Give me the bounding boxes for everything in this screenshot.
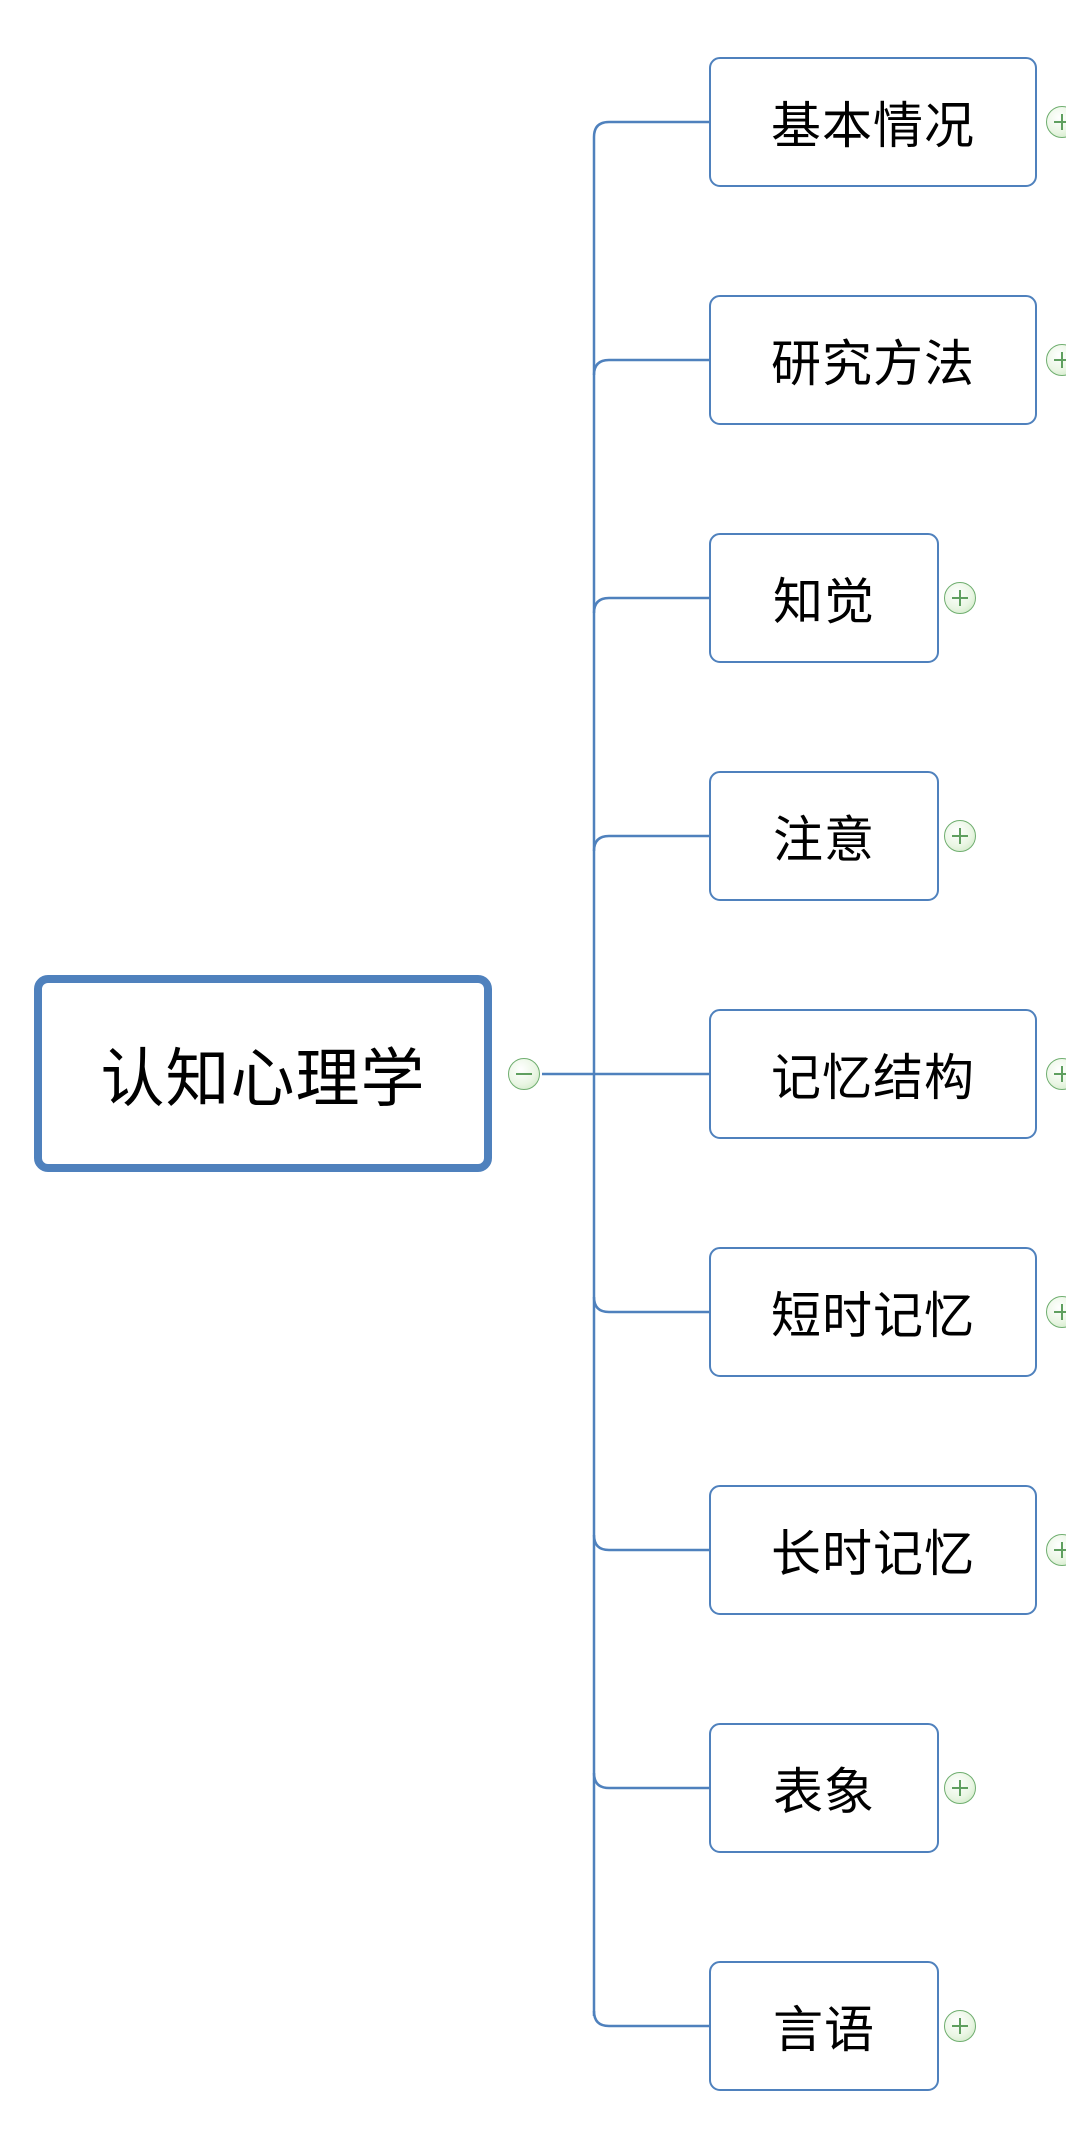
subtopic-label: 研究方法 — [771, 335, 975, 393]
expand-plus-icon[interactable] — [1046, 1296, 1066, 1328]
subtopic-node-0[interactable]: 基本情况 — [709, 57, 1037, 187]
subtopic-node-6[interactable]: 长时记忆 — [709, 1485, 1037, 1615]
subtopic-label: 基本情况 — [771, 97, 975, 155]
subtopic-label: 注意 — [773, 811, 875, 869]
expand-plus-icon[interactable] — [944, 2010, 976, 2042]
expand-plus-icon[interactable] — [944, 1772, 976, 1804]
connector-branch-2 — [592, 596, 709, 614]
root-topic-node[interactable]: 认知心理学 — [34, 975, 492, 1172]
subtopic-label: 长时记忆 — [771, 1525, 975, 1583]
connector-branch-8 — [592, 2010, 709, 2028]
connector-branch-1 — [592, 358, 709, 376]
subtopic-node-8[interactable]: 言语 — [709, 1961, 939, 2091]
subtopic-label: 知觉 — [773, 573, 875, 631]
subtopic-node-5[interactable]: 短时记忆 — [709, 1247, 1037, 1377]
connector-branch-7 — [592, 1772, 709, 1790]
subtopic-label: 言语 — [773, 2001, 875, 2059]
expand-plus-icon[interactable] — [1046, 106, 1066, 138]
subtopic-node-2[interactable]: 知觉 — [709, 533, 939, 663]
subtopic-node-4[interactable]: 记忆结构 — [709, 1009, 1037, 1139]
root-topic-label: 认知心理学 — [100, 1042, 426, 1117]
connector-branch-6 — [592, 1534, 709, 1552]
connector-branch-5 — [592, 1296, 709, 1314]
subtopic-label: 短时记忆 — [771, 1287, 975, 1345]
expand-plus-icon[interactable] — [944, 582, 976, 614]
expand-plus-icon[interactable] — [944, 820, 976, 852]
subtopic-label: 表象 — [773, 1763, 875, 1821]
subtopic-label: 记忆结构 — [771, 1049, 975, 1107]
collapse-minus-icon[interactable] — [508, 1058, 540, 1090]
connector-branch-0 — [592, 120, 709, 138]
subtopic-node-1[interactable]: 研究方法 — [709, 295, 1037, 425]
connector-branch-3 — [592, 834, 709, 852]
subtopic-node-3[interactable]: 注意 — [709, 771, 939, 901]
subtopic-node-7[interactable]: 表象 — [709, 1723, 939, 1853]
